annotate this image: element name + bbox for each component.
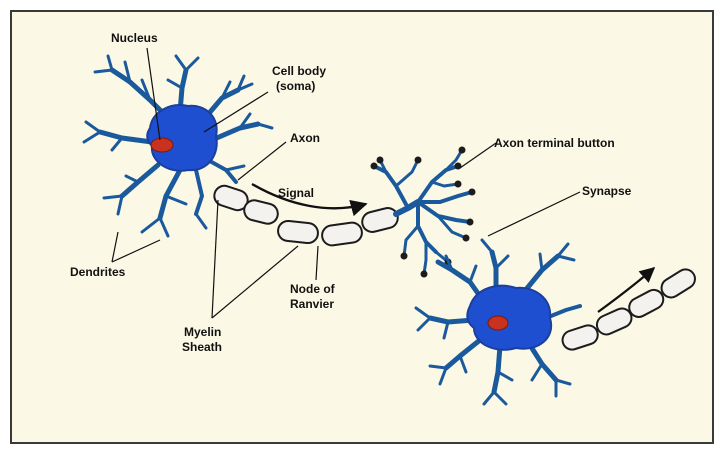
- neuron-2-nucleus: [488, 316, 508, 330]
- label-ranvier: Ranvier: [290, 297, 334, 311]
- label-myelin: Myelin: [184, 325, 221, 339]
- label-soma: (soma): [276, 79, 315, 93]
- label-dendrites: Dendrites: [70, 265, 126, 279]
- label-nucleus: Nucleus: [111, 31, 158, 45]
- label-node-of: Node of: [290, 282, 336, 296]
- neuron-1-nucleus: [151, 138, 173, 152]
- label-axon-terminal-button: Axon terminal button: [494, 136, 615, 150]
- label-sheath: Sheath: [182, 340, 222, 354]
- neuron-2-soma: [467, 286, 551, 350]
- label-cell-body: Cell body: [272, 64, 326, 78]
- label-synapse: Synapse: [582, 184, 632, 198]
- neuron-1-soma: [147, 105, 217, 171]
- label-signal: Signal: [278, 186, 314, 200]
- neuron-2-myelin-sheath: [560, 266, 698, 352]
- label-axon: Axon: [290, 131, 320, 145]
